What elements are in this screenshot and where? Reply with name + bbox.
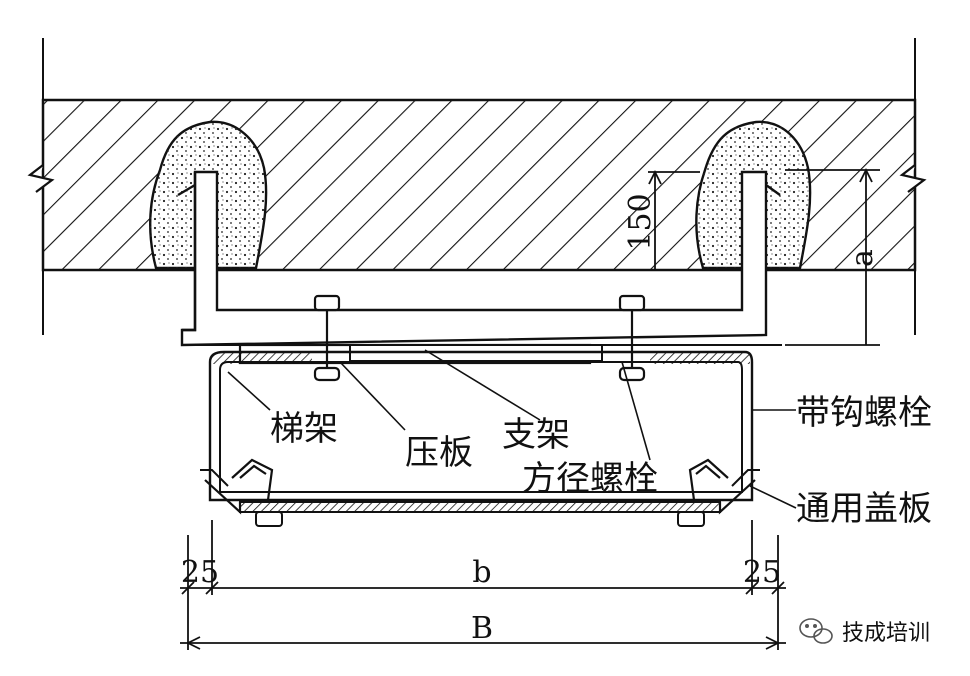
- square-neck-bolt-left: [313, 294, 341, 382]
- dimension-width: [180, 520, 786, 650]
- dimension-150-label: 150: [623, 193, 658, 250]
- label-ladder-tray: 梯架: [270, 409, 338, 449]
- label-bracket: 支架: [502, 415, 570, 455]
- leader-lines: [227, 349, 797, 509]
- label-hook-bolt: 带钩螺栓: [796, 393, 932, 433]
- universal-cover-plate: [200, 469, 760, 515]
- watermark: 技成培训: [799, 618, 930, 646]
- dimension-b-label: b: [472, 555, 491, 590]
- bottom-nut-right: [677, 511, 705, 527]
- label-square-neck-bolt: 方径螺栓: [522, 459, 658, 499]
- label-press-plate: 压板: [405, 433, 473, 473]
- dimension-B-label: B: [471, 611, 493, 646]
- hook-bolt-right: [688, 458, 729, 501]
- dimension-margin-left-label: 25: [181, 555, 219, 590]
- dimension-a: [785, 167, 880, 346]
- dimension-margin-right-label: 25: [743, 555, 781, 590]
- dimension-150: [648, 169, 700, 270]
- hook-bolt-left: [231, 458, 274, 501]
- label-universal-cover: 通用盖板: [796, 489, 932, 529]
- bottom-nut-left: [255, 511, 283, 527]
- dimension-a-label: a: [845, 249, 880, 267]
- wechat-logo-icon: [799, 618, 833, 644]
- watermark-text: 技成培训: [842, 621, 930, 646]
